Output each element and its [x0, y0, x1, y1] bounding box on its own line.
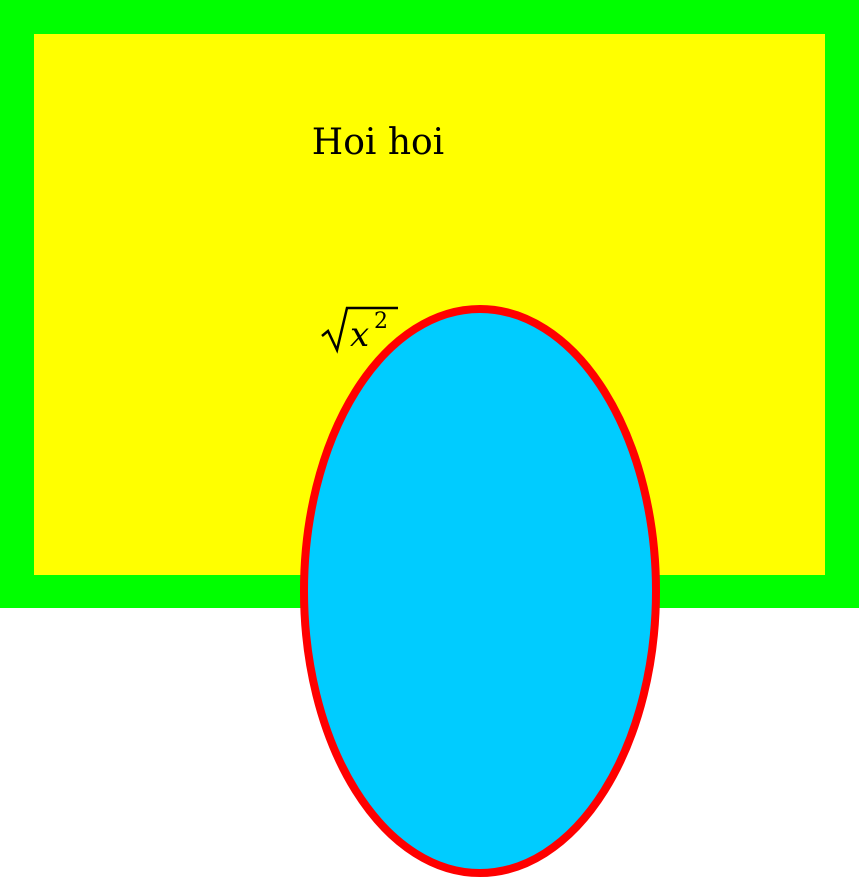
- radical-sign: [321, 306, 398, 354]
- formula-exponent: 2: [374, 309, 388, 334]
- blue-ellipse: [300, 305, 660, 877]
- sqrt-formula: x 2: [321, 306, 398, 355]
- formula-base: x: [350, 315, 369, 355]
- hoi-hoi-label: Hoi hoi: [312, 122, 444, 163]
